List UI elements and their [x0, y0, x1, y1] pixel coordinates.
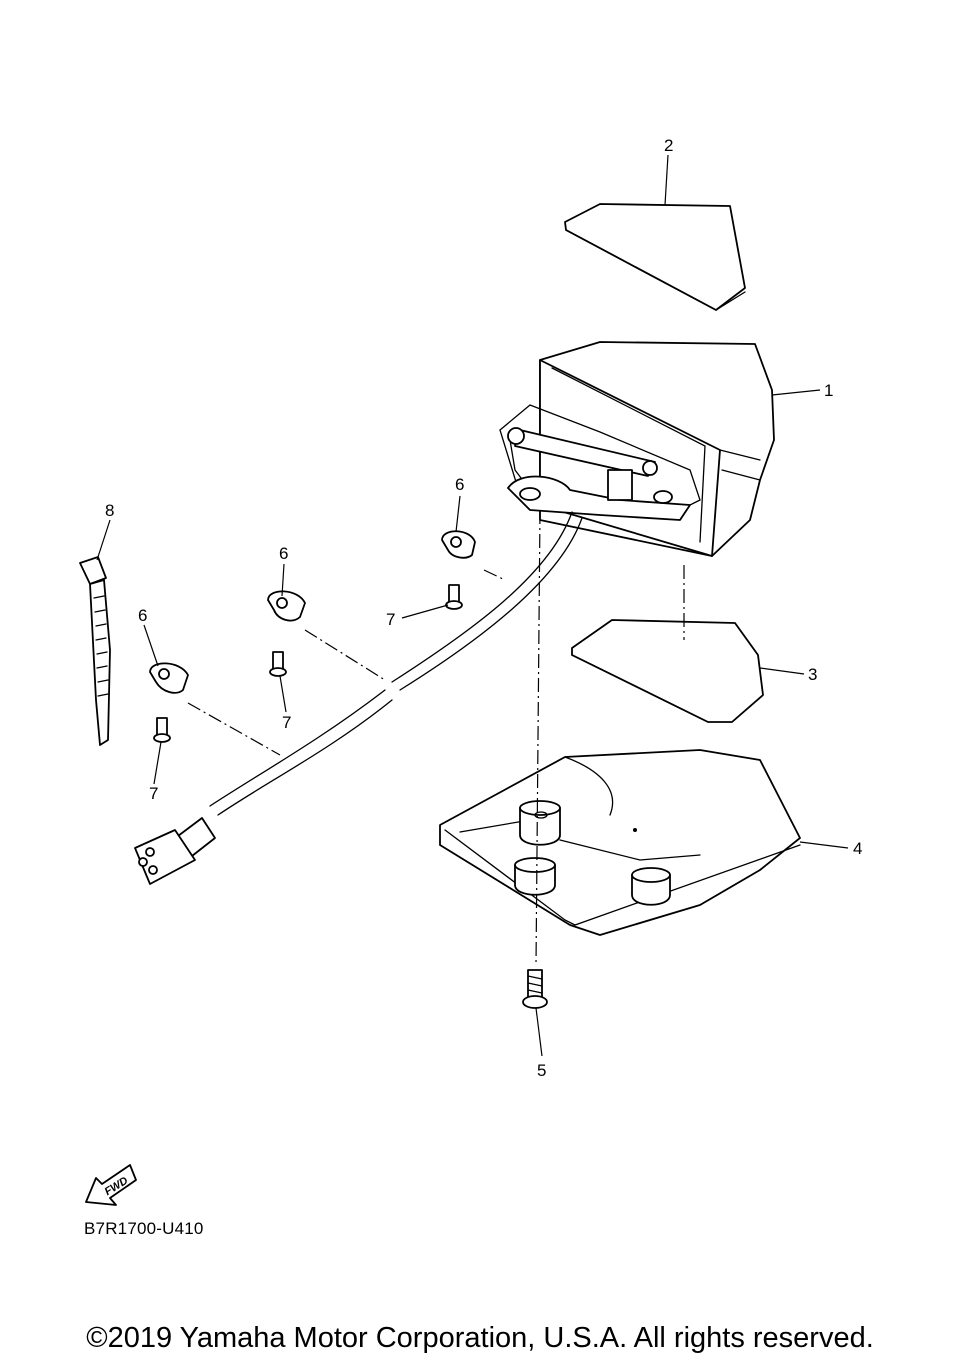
part-1-tail-light [499, 341, 775, 557]
callout-4: 4 [853, 839, 862, 858]
part-3-gasket [571, 619, 764, 723]
callout-1: 1 [824, 381, 833, 400]
part-8-cable-tie [79, 556, 111, 746]
callout-6b: 6 [279, 544, 288, 563]
callout-2: 2 [664, 136, 673, 155]
part-6-clamp-b [267, 590, 306, 622]
part-7-screw-c [153, 717, 171, 743]
part-2-pad [564, 203, 746, 311]
callout-7b: 7 [282, 713, 291, 732]
part-4-base [439, 749, 801, 936]
part-7-screw-a [445, 584, 463, 610]
callout-7c: 7 [149, 784, 158, 803]
callout-6a: 6 [455, 475, 464, 494]
callout-6c: 6 [138, 606, 147, 625]
part-7-screw-b [269, 651, 287, 677]
fwd-arrow-icon: FWD [85, 1164, 137, 1206]
callout-7a: 7 [386, 610, 395, 629]
copyright-notice: ©2019 Yamaha Motor Corporation, U.S.A. A… [86, 1322, 874, 1354]
callout-3: 3 [808, 665, 817, 684]
diagram-code: B7R1700-U410 [84, 1219, 204, 1238]
part-6-clamp-c [149, 662, 189, 694]
leader-lines [96, 154, 849, 1057]
callout-5: 5 [537, 1061, 546, 1080]
assembly-lines [187, 509, 685, 966]
part-5-screw [522, 969, 548, 1009]
wire-harness [134, 511, 583, 885]
callout-8: 8 [105, 501, 114, 520]
part-6-clamp-a [441, 530, 476, 559]
